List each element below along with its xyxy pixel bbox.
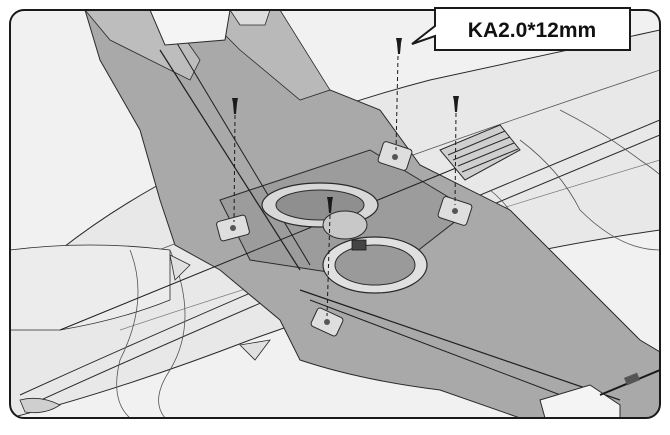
panel-border [9,9,661,419]
servo-housing-bottom [539,384,621,418]
spar-line [174,39,311,266]
wing-left-light [10,244,171,331]
mount-ring-inner [334,244,416,286]
callout-box [411,7,631,51]
wing-upper-flap [199,10,331,101]
servo-housing-top [229,10,271,26]
guide-line-right [454,112,457,206]
callout: KA2.0*12mm [411,7,631,51]
screw-pad [310,307,344,337]
screw-pad [216,214,250,242]
mount-clip [351,239,367,251]
fuselage-right-curve [559,109,660,176]
spar-line [299,289,621,401]
screw-icon [232,98,238,114]
pushrod-clevis [624,372,640,386]
arrow-marker [169,254,191,281]
screw-icon [327,197,333,213]
screw-pad [377,141,413,171]
callout-label: KA2.0*12mm [468,19,596,42]
guide-line-top-center [395,55,399,151]
spar-line [59,149,501,331]
nose-detail [19,397,61,414]
spar-line [159,49,301,271]
guide-line-middle [326,214,331,317]
rib-grille [439,124,521,181]
servo-housing-top [149,10,231,46]
screw-icon [396,38,402,54]
aircraft-drawing [10,10,660,418]
fuselage-right-curve [519,139,660,251]
wing-left-curve [116,249,139,418]
arrow-marker [239,339,271,361]
guide-line-left [233,114,236,223]
mount-ring-small [322,210,368,240]
spar-line [309,299,601,411]
screw-pad [437,196,473,226]
wing-left-curve [158,249,186,418]
screw-icon [453,96,459,112]
